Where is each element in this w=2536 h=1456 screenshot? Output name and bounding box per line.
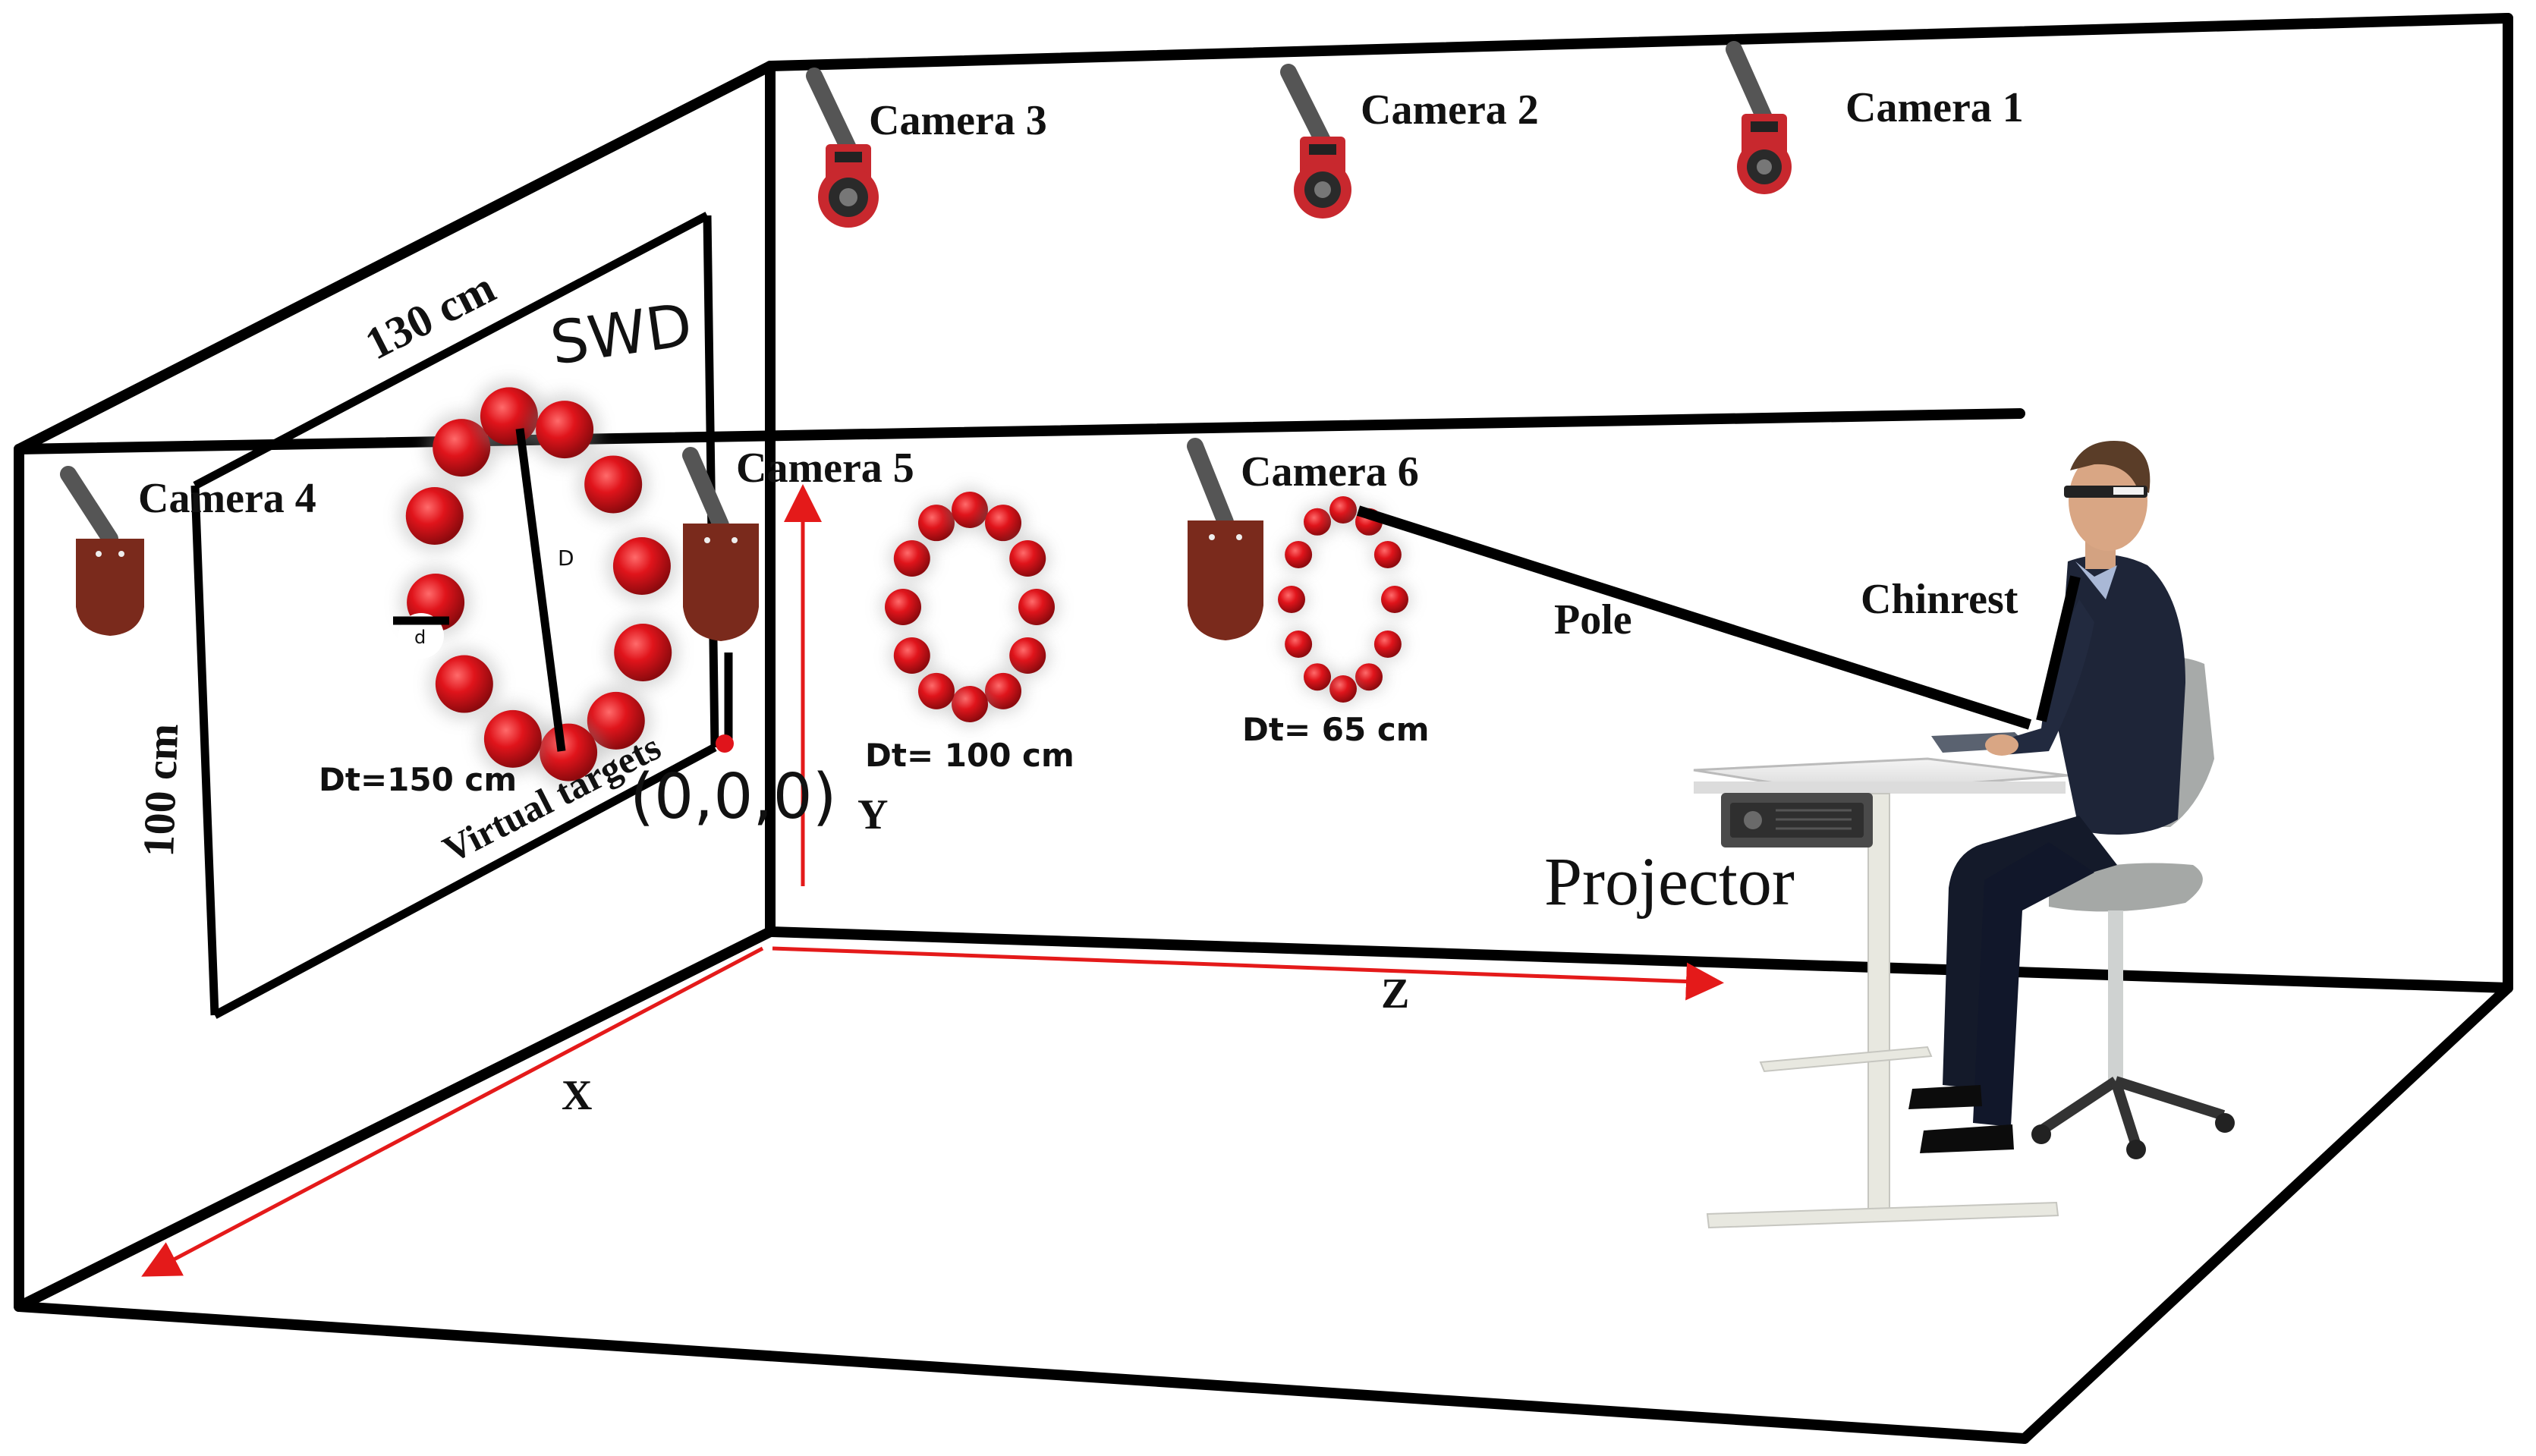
camera-3-label: Camera 3 bbox=[869, 97, 1047, 144]
virtual-target bbox=[1285, 631, 1313, 658]
virtual-target bbox=[1009, 540, 1046, 577]
projector-label: Projector bbox=[1544, 844, 1795, 920]
camera-3-device bbox=[806, 68, 879, 228]
diameter-line bbox=[515, 428, 566, 752]
desk bbox=[1693, 757, 2069, 1229]
camera-6-label: Camera 6 bbox=[1241, 448, 1419, 495]
virtual-target bbox=[1018, 589, 1055, 625]
chinrest-label: Chinrest bbox=[1861, 576, 2018, 623]
x-axis-arrow bbox=[141, 946, 764, 1277]
virtual-target bbox=[1285, 541, 1313, 568]
target-ring-150 bbox=[398, 379, 679, 789]
camera-4-device bbox=[60, 466, 144, 636]
projection-screen bbox=[190, 212, 719, 1019]
virtual-target bbox=[433, 419, 491, 477]
virtual-target bbox=[893, 637, 930, 674]
virtual-target bbox=[1373, 631, 1402, 658]
virtual-target bbox=[885, 589, 921, 625]
virtual-target bbox=[952, 492, 988, 528]
z-axis-arrow bbox=[772, 946, 1724, 1001]
ring-65-label: Dt= 65 cm bbox=[1242, 711, 1429, 748]
virtual-target bbox=[1304, 508, 1331, 536]
virtual-target bbox=[587, 691, 645, 750]
virtual-target bbox=[1329, 496, 1357, 524]
virtual-target bbox=[1355, 663, 1383, 691]
y-axis-label: Y bbox=[857, 791, 888, 838]
camera-2-label: Camera 2 bbox=[1361, 86, 1539, 134]
virtual-target bbox=[612, 537, 671, 596]
virtual-target bbox=[540, 723, 598, 781]
ring-150-label: Dt=150 cm bbox=[319, 761, 517, 798]
virtual-target bbox=[536, 401, 594, 459]
ring-100-label: Dt= 100 cm bbox=[865, 737, 1074, 774]
chinrest-post bbox=[2036, 575, 2081, 722]
pole bbox=[1356, 505, 2032, 730]
diameter-label-D: D bbox=[558, 546, 574, 571]
virtual-target bbox=[985, 672, 1021, 709]
swd-label: SWD bbox=[546, 291, 696, 379]
camera-5-label: Camera 5 bbox=[736, 445, 914, 492]
target-ring-100 bbox=[880, 487, 1059, 727]
virtual-target bbox=[1329, 675, 1357, 703]
camera-1-label: Camera 1 bbox=[1845, 84, 2024, 131]
camera-4-label: Camera 4 bbox=[138, 475, 316, 522]
target-size-label-d: d bbox=[414, 627, 426, 648]
virtual-target bbox=[985, 505, 1021, 542]
virtual-target bbox=[893, 540, 930, 577]
x-axis-label: X bbox=[562, 1072, 592, 1119]
virtual-target bbox=[584, 455, 643, 514]
coordinate-axes bbox=[141, 484, 1724, 1277]
room-frame bbox=[14, 13, 2513, 1444]
projector-device bbox=[1721, 793, 1873, 847]
virtual-target bbox=[405, 486, 464, 545]
z-axis-label: Z bbox=[1381, 970, 1409, 1017]
virtual-target bbox=[1009, 637, 1046, 674]
virtual-target bbox=[1278, 586, 1305, 613]
virtual-target bbox=[1373, 541, 1402, 568]
virtual-target bbox=[1381, 586, 1408, 613]
virtual-target bbox=[435, 655, 493, 713]
origin-label: (0,0,0) bbox=[630, 761, 837, 833]
camera-2-device bbox=[1280, 64, 1351, 219]
virtual-target bbox=[1304, 663, 1331, 691]
camera-6-device bbox=[1187, 438, 1263, 640]
virtual-target bbox=[483, 709, 542, 768]
camera-5-device bbox=[682, 447, 759, 641]
virtual-target bbox=[918, 672, 955, 709]
seated-person bbox=[1908, 441, 2185, 1153]
width-dimension-label: 130 cm bbox=[357, 262, 503, 369]
pole-label: Pole bbox=[1554, 596, 1632, 643]
virtual-target bbox=[952, 686, 988, 722]
virtual-target bbox=[918, 505, 955, 542]
virtual-target bbox=[614, 624, 672, 682]
height-dimension-label: 100 cm bbox=[134, 723, 187, 858]
origin-dot bbox=[716, 734, 734, 753]
camera-1-device bbox=[1726, 41, 1792, 194]
